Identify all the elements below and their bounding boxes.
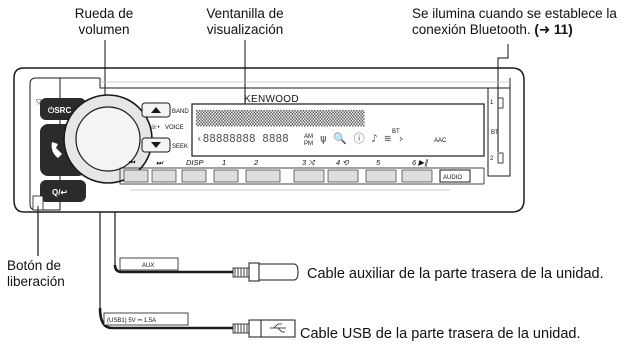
- lcd-am-label: AM: [304, 134, 313, 140]
- bt-indicator-label: BT: [491, 130, 499, 136]
- lcd-bottom-digits: ‹88888888 8888: [196, 132, 289, 145]
- preset-2-label: 2: [253, 158, 259, 167]
- display-window-label: Ventanilla de visualización: [206, 6, 284, 37]
- voice-indicator-icon: ☏•: [150, 124, 160, 131]
- src-button-label: ⏻SRC: [48, 106, 71, 115]
- aux-cable-caption: Cable auxiliar de la parte trasera de la…: [307, 266, 604, 282]
- preset-6-label: 6 ▶∥: [412, 158, 429, 167]
- head-unit-body: [13, 67, 525, 213]
- preset-button-row: [119, 167, 485, 185]
- preset-2-button[interactable]: [245, 169, 281, 183]
- disc-slot-frame: [99, 78, 511, 89]
- prev-track-button[interactable]: [123, 169, 149, 183]
- bt-page-ref: (➜ 11): [534, 22, 573, 37]
- disc-slot-marker: ▽: [36, 99, 42, 106]
- search-back-icon: Q/↩: [52, 188, 67, 197]
- phone-one-icon: [497, 97, 504, 109]
- preset-3-button[interactable]: [293, 169, 325, 183]
- release-button-label: Botón de liberación: [7, 258, 65, 289]
- band-label: BAND: [172, 109, 189, 115]
- audio-button-label: AUDIO: [443, 175, 462, 181]
- prev-track-label: ⏮: [128, 158, 136, 167]
- volume-knob[interactable]: [75, 106, 141, 172]
- audio-button[interactable]: [439, 169, 471, 183]
- disp-label: DISP: [186, 158, 204, 167]
- bt-light-label: Se ilumina cuando se establece la conexi…: [412, 6, 617, 37]
- lcd-top-row: ▒▒▒▒▒▒▒▒▒▒▒▒▒▒▒▒▒▒▒▒: [196, 109, 365, 127]
- preset-5-button[interactable]: [365, 169, 397, 183]
- preset-1-button[interactable]: [213, 169, 239, 183]
- next-track-label: ⏭: [156, 158, 164, 167]
- usb-plug-collar: [248, 319, 262, 338]
- usb-symbol-icon: [270, 323, 286, 333]
- right-indicator-panel: [487, 87, 511, 177]
- bt-leader-line: [497, 44, 509, 106]
- lcd-bt-tag: BT: [392, 129, 400, 135]
- bt-light-callout: Se ilumina cuando se establece la conexi…: [412, 6, 633, 38]
- search-back-button[interactable]: [40, 180, 86, 202]
- preset-6-button[interactable]: [401, 169, 433, 183]
- up-arrow-icon: [151, 107, 161, 113]
- left-faceplate: [29, 77, 61, 211]
- preset-5-label: 5: [376, 158, 381, 167]
- preset-1-label: 1: [222, 158, 226, 167]
- phone-icon: [51, 142, 62, 158]
- aux-plug-ridges: [234, 268, 248, 277]
- aux-plug-collar: [248, 262, 260, 282]
- preset-4-label: 4 ⟲: [336, 158, 349, 167]
- lcd-pm-label: PM: [304, 141, 313, 147]
- down-arrow-icon: [151, 142, 161, 148]
- aux-tag-label: AUX: [142, 263, 154, 269]
- aux-jack-icon: [258, 263, 299, 281]
- aux-tag: [119, 257, 179, 271]
- seek-label: SEEK: [172, 144, 188, 150]
- preset-4-button[interactable]: [327, 169, 359, 183]
- preset-3-label: 3 ⤨: [302, 158, 315, 167]
- indicator-one: 1: [490, 100, 494, 106]
- lcd-aac-tag: AAC: [434, 138, 447, 144]
- usb-plug-ridges: [234, 324, 248, 333]
- lcd-window: [191, 103, 485, 157]
- indicator-two: 2: [490, 156, 494, 162]
- display-window-callout: Ventanilla de visualización: [195, 6, 295, 38]
- next-track-button[interactable]: [151, 169, 177, 183]
- usb-cable-caption: Cable USB de la parte trasera de la unid…: [300, 326, 581, 342]
- volume-knob-callout: Rueda de volumen: [62, 6, 146, 38]
- volume-knob-label: Rueda de volumen: [74, 6, 134, 37]
- voice-label: VOICE: [165, 125, 184, 131]
- phone-two-icon: [497, 152, 504, 164]
- brand-logo: KENWOOD: [244, 94, 299, 105]
- usb-tag: [103, 312, 189, 326]
- lcd-status-icons: ψ 🔍 ⓘ ♪ ≋ ›: [320, 131, 404, 145]
- release-button-callout: Botón de liberación: [7, 258, 77, 290]
- usb-tag-label: (USB1) 5V ⎓ 1.5A: [107, 318, 156, 324]
- aux-cable-run: [113, 264, 233, 274]
- disp-button[interactable]: [181, 169, 207, 183]
